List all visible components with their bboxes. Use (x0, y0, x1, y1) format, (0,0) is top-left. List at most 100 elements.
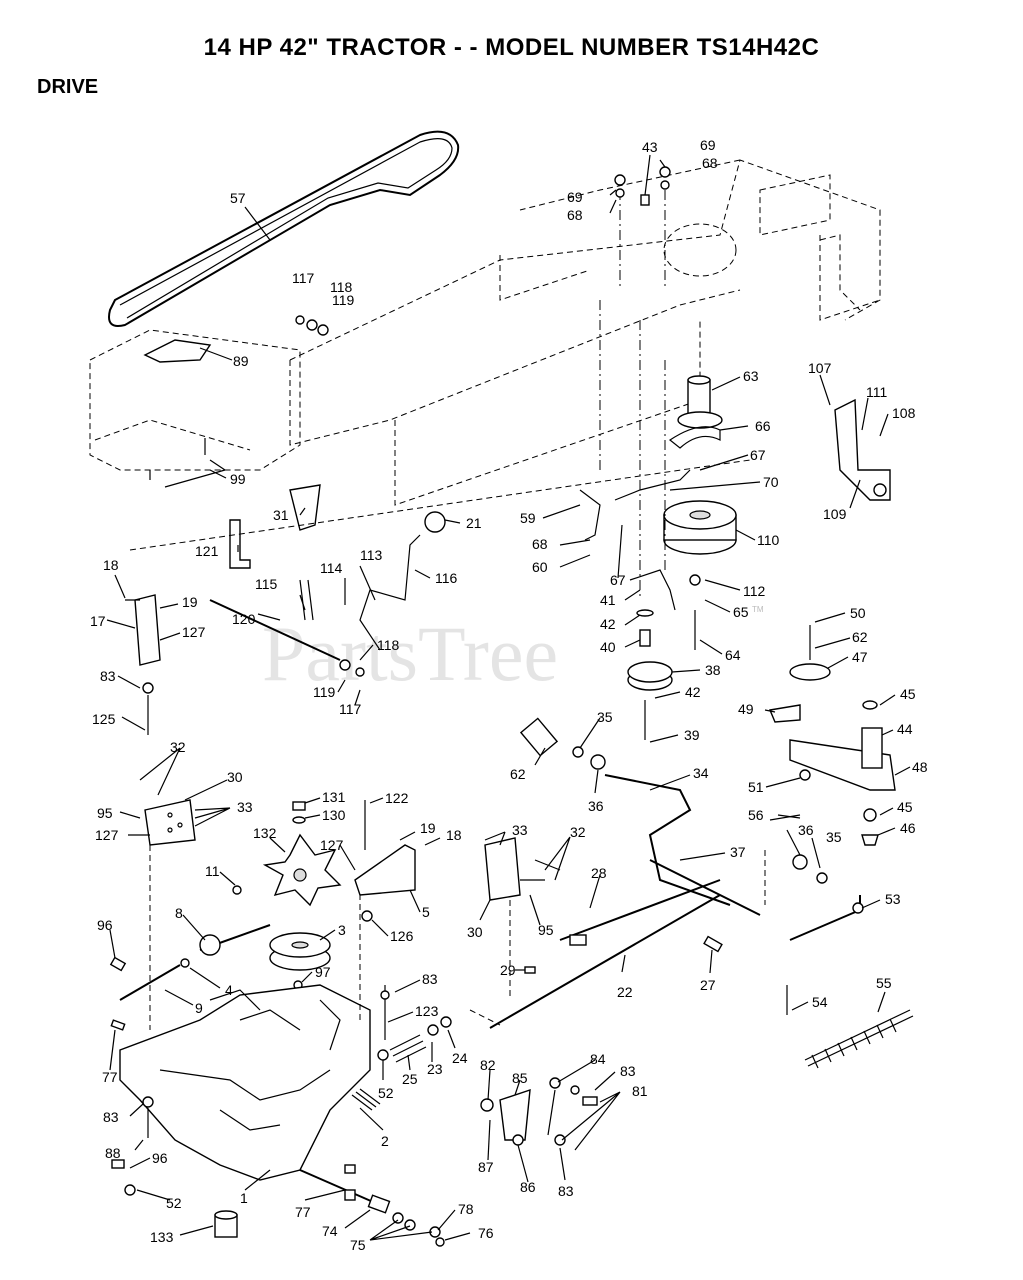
callout-127: 127 (182, 624, 206, 640)
right-bracket (484, 837, 521, 901)
callout-112: 112 (743, 583, 766, 599)
callout-56: 56 (748, 807, 764, 823)
callout-83c: 83 (103, 1109, 119, 1125)
watermark-tm: TM (752, 605, 764, 614)
callout-18b: 18 (446, 827, 462, 843)
callout-18: 18 (103, 557, 119, 573)
callout-127c: 127 (320, 837, 344, 853)
callout-69: 69 (700, 137, 716, 153)
callout-29: 29 (500, 962, 516, 978)
callout-86: 86 (520, 1179, 536, 1195)
callout-131: 131 (322, 789, 346, 805)
callout-4: 4 (225, 982, 233, 998)
left-bracket (134, 594, 161, 666)
callout-60: 60 (532, 559, 548, 575)
callout-87: 87 (478, 1159, 494, 1175)
callout-82: 82 (480, 1057, 496, 1073)
callout-74: 74 (322, 1223, 338, 1239)
callout-70: 70 (763, 474, 779, 490)
callout-22: 22 (617, 984, 633, 1000)
callout-45b: 45 (897, 799, 913, 815)
callout-114: 114 (320, 560, 343, 576)
callout-33: 33 (237, 799, 253, 815)
callout-78: 78 (458, 1201, 474, 1217)
callout-30b: 30 (467, 924, 483, 940)
callout-34: 34 (693, 765, 709, 781)
callout-95: 95 (97, 805, 113, 821)
callout-67b: 67 (610, 572, 626, 588)
callout-88: 88 (105, 1145, 121, 1161)
callout-24: 24 (452, 1050, 468, 1066)
callout-62: 62 (852, 629, 868, 645)
callout-121: 121 (195, 543, 219, 559)
callout-36: 36 (588, 798, 604, 814)
callout-5: 5 (422, 904, 430, 920)
callout-54: 54 (812, 994, 828, 1010)
callout-42: 42 (600, 616, 616, 632)
callout-111: 111 (866, 384, 887, 400)
callout-62b: 62 (510, 766, 526, 782)
callout-41: 41 (600, 592, 616, 608)
callout-68: 68 (702, 155, 718, 171)
callout-59: 59 (520, 510, 536, 526)
callout-115: 115 (255, 576, 278, 592)
callout-118b: 118 (377, 637, 400, 653)
callout-117: 117 (292, 270, 315, 286)
callout-99: 99 (230, 471, 246, 487)
callout-76: 76 (478, 1225, 494, 1241)
tension-spring (804, 1009, 914, 1069)
callout-83: 83 (100, 668, 116, 684)
callout-30: 30 (227, 769, 243, 785)
callout-49: 49 (738, 701, 754, 717)
callout-2: 2 (381, 1133, 389, 1149)
callout-133: 133 (150, 1229, 174, 1245)
drive-belt (108, 130, 460, 327)
callout-107: 107 (808, 360, 832, 376)
callout-116: 116 (435, 570, 458, 586)
callout-17: 17 (90, 613, 106, 629)
callout-119b: 119 (313, 684, 336, 700)
callout-labels: 57 89 99 117 118 119 43 69 68 69 68 63 6… (90, 137, 928, 1253)
callout-42b: 42 (685, 684, 701, 700)
callout-19b: 19 (420, 820, 436, 836)
callout-83d: 83 (620, 1063, 636, 1079)
callout-85: 85 (512, 1070, 528, 1086)
clutch-bracket (834, 398, 891, 501)
callout-118: 118 (330, 279, 353, 295)
callout-119: 119 (332, 292, 355, 308)
callout-120: 120 (232, 611, 256, 627)
callout-77b: 77 (295, 1204, 311, 1220)
callout-67: 67 (750, 447, 766, 463)
callout-1: 1 (240, 1190, 248, 1206)
callout-31: 31 (273, 507, 289, 523)
callout-9: 9 (195, 1000, 203, 1016)
callout-37: 37 (730, 844, 746, 860)
callout-25: 25 (402, 1071, 418, 1087)
callout-66: 66 (755, 418, 771, 434)
pulley-stack-38 (627, 609, 673, 740)
callout-84: 84 (590, 1051, 606, 1067)
callout-46: 46 (900, 820, 916, 836)
callout-97: 97 (315, 964, 331, 980)
callout-108: 108 (892, 405, 916, 421)
callout-45: 45 (900, 686, 916, 702)
callout-48: 48 (912, 759, 928, 775)
callout-51: 51 (748, 779, 764, 795)
callout-35b: 35 (826, 829, 842, 845)
callout-125: 125 (92, 711, 116, 727)
callout-52: 52 (378, 1085, 394, 1101)
tractor-frame (89, 159, 881, 506)
callout-21: 21 (466, 515, 482, 531)
callout-113: 113 (360, 547, 383, 563)
callout-63: 63 (743, 368, 759, 384)
cooling-fan (262, 833, 342, 907)
callout-123: 123 (415, 1003, 439, 1019)
callout-109: 109 (823, 506, 847, 522)
callout-64: 64 (725, 647, 741, 663)
callout-32b: 32 (570, 824, 586, 840)
callout-83b: 83 (422, 971, 438, 987)
callout-43: 43 (642, 139, 658, 155)
callout-40: 40 (600, 639, 616, 655)
callout-110: 110 (757, 532, 780, 548)
